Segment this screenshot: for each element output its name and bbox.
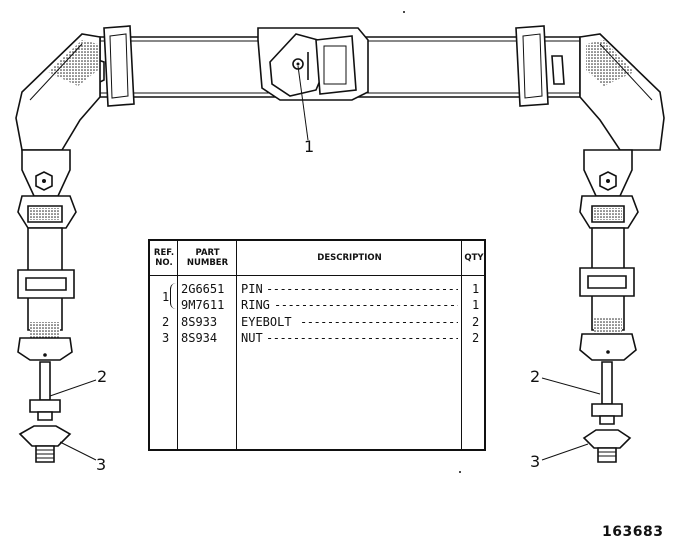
right-strap-assembly [579,149,639,361]
callout-2-right: 2 [530,367,540,386]
left-strap-assembly [17,149,77,361]
header-description: DESCRIPTION [317,253,382,263]
row-part-number: 9M7611 [181,298,225,312]
callout-1: 1 [304,137,314,156]
row-leader: ------------------------------------ [266,282,458,296]
header-ref-line1: REF. [153,248,175,258]
row-ref: 1 [162,290,170,304]
row-part-number: 8S934 [181,331,218,345]
ref-column [150,241,178,449]
right-strap-adjuster [515,25,565,107]
header-ref-line2: NO. [155,258,173,268]
buckle [257,27,369,101]
table-row: 9M7611 RING ----------------------------… [150,297,484,313]
part-number-column [178,241,237,449]
row-qty: 1 [472,298,480,312]
row-qty: 1 [472,282,480,296]
parts-table: REF. NO. PART NUMBER DESCRIPTION QTY 1 2… [148,239,486,451]
row-qty: 2 [472,331,480,345]
right-eyebolt [591,361,623,425]
callout-3-left: 3 [96,455,106,474]
left-strap-adjuster [95,25,135,107]
row-ref: 2 [162,315,170,329]
left-eyebolt [29,361,61,421]
table-row: 2 8S933 EYEBOLT ------------------------… [150,314,484,330]
right-strap-bend [579,33,665,151]
row-description: NUT [241,331,263,345]
row-part-number: 8S933 [181,315,218,329]
ref-1-brace [170,283,177,309]
header-qty: QTY [464,253,484,263]
left-wing-nut [18,425,72,463]
header-part-line1: PART [195,248,220,258]
row-description: EYEBOLT [241,315,292,329]
table-header: REF. NO. PART NUMBER DESCRIPTION QTY [150,241,484,276]
table-row: 3 8S934 NUT ----------------------------… [150,330,484,346]
row-part-number: 2G6651 [181,282,225,296]
header-ref-no: REF. NO. [150,241,178,275]
drawing-number: 163683 [602,524,664,540]
description-column [237,241,462,449]
row-ref: 3 [162,331,170,345]
row-leader: ------------------------------------ [300,315,458,329]
table-row: 1 2G6651 PIN ---------------------------… [150,281,484,304]
leader-lines [49,65,601,461]
row-leader: ------------------------------------ [274,298,458,312]
header-part-number: PART NUMBER [178,241,237,275]
row-qty: 2 [472,315,480,329]
callout-3-right: 3 [530,452,540,471]
callout-2-left: 2 [97,367,107,386]
row-description: PIN [241,282,263,296]
right-wing-nut [582,429,632,463]
row-description: RING [241,298,270,312]
left-strap-bend [15,33,101,151]
header-part-line2: NUMBER [186,258,229,268]
row-leader: ------------------------------------ [266,331,458,345]
